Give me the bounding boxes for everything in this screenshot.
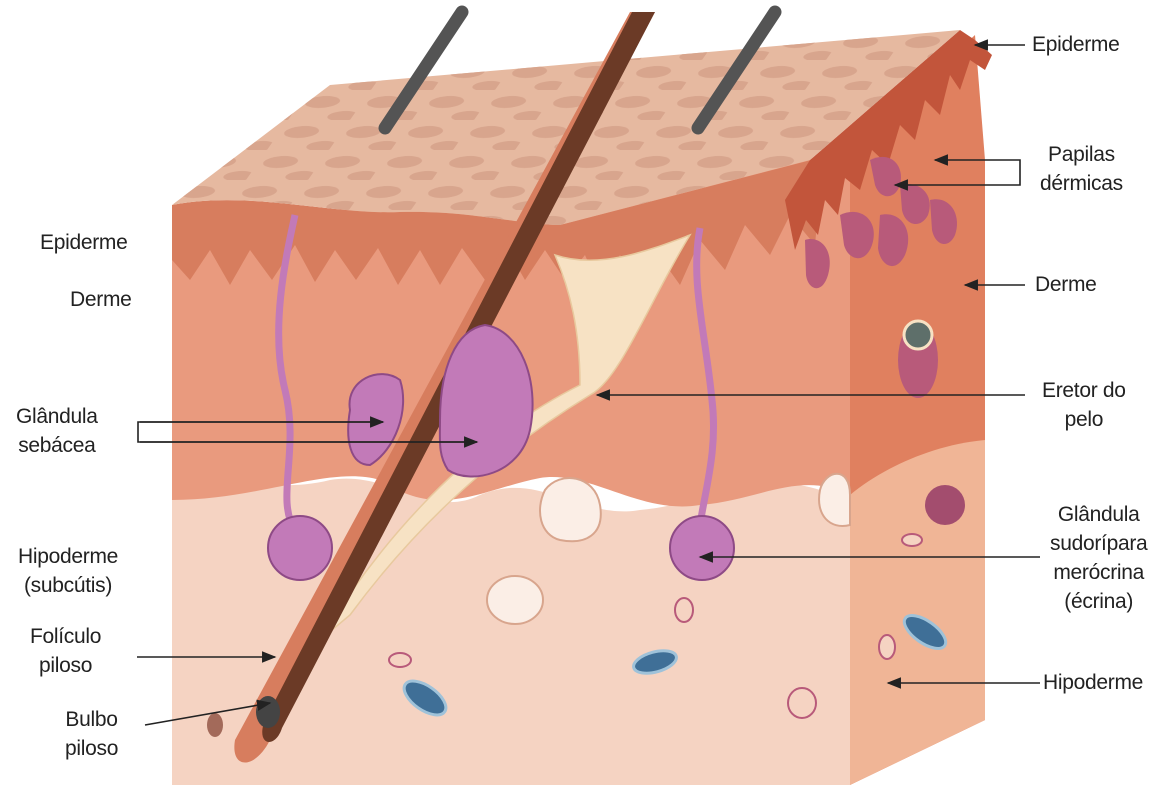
sweat-gland-coil-right — [670, 516, 734, 580]
label-bulbo-piloso: Bulbo piloso — [65, 705, 118, 763]
hair-bulb — [256, 696, 280, 728]
label-hipoderme-right: Hipoderme — [1043, 668, 1143, 697]
label-glandula-sudoripara: Glândula sudorípara merócrina (écrina) — [1050, 500, 1147, 616]
label-epiderme-left: Epiderme — [40, 228, 127, 257]
label-papilas-dermicas: Papilas dérmicas — [1040, 140, 1123, 198]
sweat-gland-coil-left — [268, 516, 332, 580]
label-derme-left: Derme — [70, 285, 132, 314]
hypodermis-side — [850, 440, 985, 785]
label-glandula-sebacea: Glândula sebácea — [16, 402, 98, 460]
label-eretor-do-pelo: Eretor do pelo — [1042, 376, 1126, 434]
label-epiderme-right: Epiderme — [1032, 30, 1119, 59]
label-hipoderme-left: Hipoderme (subcútis) — [18, 542, 118, 600]
label-derme-right: Derme — [1035, 270, 1097, 299]
label-foliculo-piloso: Folículo piloso — [30, 622, 101, 680]
